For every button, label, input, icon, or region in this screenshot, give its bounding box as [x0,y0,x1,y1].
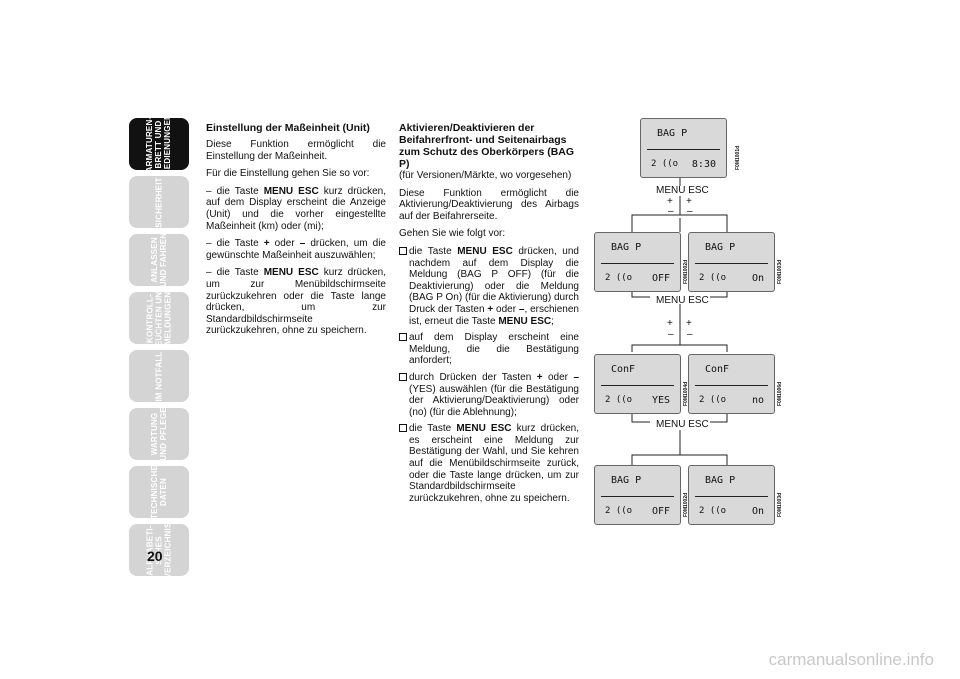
plus-label: + [686,196,692,207]
unit-intro: Diese Funktion ermöglicht die Einstellun… [206,139,386,162]
bagp-heading: Aktivieren/Deaktivieren der Beifahrerfro… [399,122,575,170]
menu-esc-label-1: MENU ESC [656,185,709,196]
unit-step-2: – die Taste + oder – drücken, um die gew… [206,238,386,261]
bagp-subtitle: (für Versionen/Märkte, wo vorgesehen) [399,170,572,181]
figure-code: F0M1003d [777,492,783,517]
tab-armaturenbrett[interactable]: ARMATUREN- BRETT UND BEDIENUNGEN [129,113,189,175]
minus-label: – [668,206,674,217]
unit-steps-intro: Für die Einstellung gehen Sie so vor: [206,168,370,180]
tab-kontrollleuchten[interactable]: KONTROLL- LEUCHTEN UND MELDUNGEN [129,285,189,351]
plus-label: + [667,196,673,207]
figure-code: F0M1003d [777,259,783,284]
plus-label: + [667,318,673,329]
tab-wartung[interactable]: WARTUNG UND PFLEGE [129,407,189,461]
bagp-steps-intro: Gehen Sie wie folgt vor: [399,228,506,240]
tab-notfall[interactable]: IM NOTFALL [129,350,189,402]
tab-technische-daten[interactable]: TECHNISCHE DATEN [129,465,189,519]
minus-label: – [687,329,693,340]
tab-verzeichnis[interactable]: ALPHABETI- SCHES VERZEICHNIS [129,522,189,578]
unit-step-1: – die Taste MENU ESC kurz drücken, auf d… [206,185,386,232]
tab-anlassen[interactable]: ANLASSEN UND FAHREN [129,233,189,287]
checkbox-icon [399,372,407,381]
unit-step-3: – die Taste MENU ESC kurz drücken, um zu… [206,267,386,337]
checkbox-icon [399,424,407,433]
unit-heading: Einstellung der Maßeinheit (Unit) [206,122,370,134]
bagp-step-3: durch Drücken der Tasten + oder – (YES) … [399,372,579,418]
figure-code: F0M1001d [735,145,741,170]
checkbox-icon [399,246,407,255]
minus-label: – [668,329,674,340]
bagp-step-4: die Taste MENU ESC kurz drücken, es ersc… [399,423,579,504]
bagp-step-2: auf dem Display erscheint eine Meldung, … [399,332,579,367]
bagp-step-1: die Taste MENU ESC drücken, und nachdem … [399,246,579,327]
tab-sicherheit[interactable]: SICHERHEIT [129,176,189,228]
plus-label: + [686,318,692,329]
bagp-section: Aktivieren/Deaktivieren der Beifahrerfro… [399,122,579,509]
checkbox-icon [399,333,407,342]
menu-esc-label-2: MENU ESC [656,295,709,306]
figure-code: F0M1006d [777,381,783,406]
watermark: carmanualsonline.info [768,650,934,669]
bagp-intro: Diese Funktion ermöglicht die Aktivierun… [399,187,579,222]
unit-section: Einstellung der Maßeinheit (Unit) Diese … [206,122,386,343]
minus-label: – [687,206,693,217]
page-number: 20 [147,548,163,564]
chapter-tabs: ARMATUREN- BRETT UND BEDIENUNGEN SICHERH… [129,113,189,582]
menu-esc-label-3: MENU ESC [656,419,709,430]
